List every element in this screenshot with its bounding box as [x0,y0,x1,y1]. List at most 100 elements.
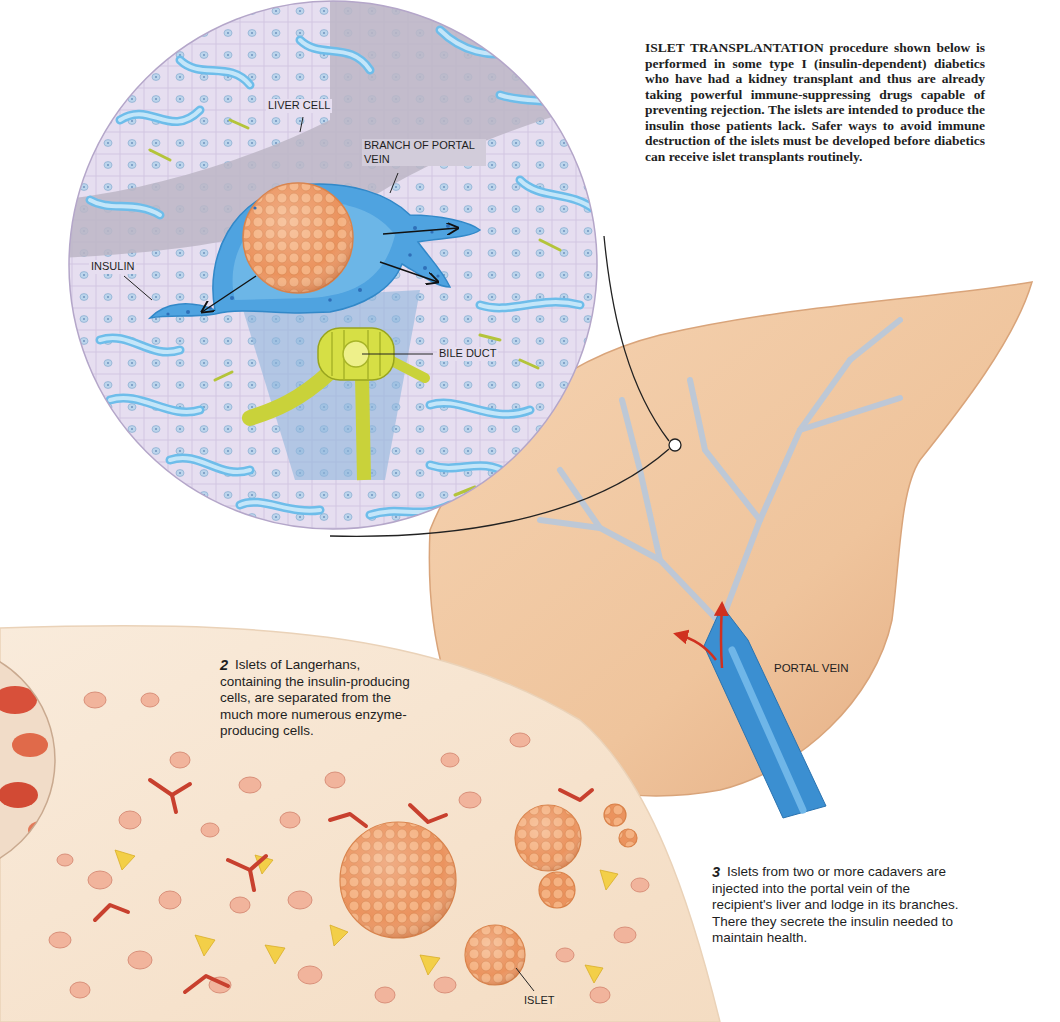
insulin-dots-circle [166,312,169,315]
islets-circle [515,805,581,871]
zoom-liver-detail-g-g-path [430,465,510,475]
acinar-cells-ellipse [88,871,112,889]
step-text: Islets of Langerhans, containing the ins… [220,657,412,740]
acinar-cells-ellipse [288,891,312,909]
zoom-liver-detail-g-g-path [300,40,370,70]
zoom-liver-detail-g-g-path [480,302,580,308]
zoom-liver-detail-g-g-path [150,150,170,160]
bile-duct-path [390,360,425,378]
secretion-arrows-path [202,276,256,312]
islets-circle [604,804,626,826]
insulin-dots-circle [230,296,234,300]
secretion-arrows [202,228,458,312]
liver-vein-branches-path [622,400,660,560]
zoom-liver-detail-g-g-path [240,502,320,511]
zoom-liver-detail-g-g-path [540,240,560,250]
islets-circle [619,829,637,847]
acinar-cells-ellipse [70,982,90,998]
acinar-cells-ellipse [159,891,181,909]
leader-lines-path [362,354,433,355]
acinar-cells-ellipse [84,692,106,708]
fat-cells-path [115,850,135,870]
liver-vein-branches-path [800,398,900,430]
islet-in-liver-circle [243,183,353,293]
acinar-cells-ellipse [614,927,636,943]
leader-lines-path [516,968,534,991]
acinar-cells-ellipse [280,812,300,828]
blood-vessels [95,780,592,992]
secretion-arrows-path [383,228,458,234]
zoom-liver-detail-g-g-path [430,403,530,414]
zoom-liver-detail-g-g-path [90,200,160,215]
zoom-liver-detail-g-g-path [215,372,232,380]
blood-vessels-path [185,976,228,992]
acinar-cells-ellipse [375,987,395,1003]
fat-cells-path [585,965,603,983]
insulin-dots-circle [413,226,417,230]
step-text: Islets from two or more cadavers are inj… [712,864,960,947]
acinar-cells-ellipse [459,792,481,808]
secretion-arrows-path [380,262,438,282]
acinar-cells-ellipse [57,854,73,866]
part-label: BRANCH OF PORTAL VEIN [362,139,486,166]
part-label: BILE DUCT [437,347,498,361]
zoom-liver-detail-g-g-path [480,302,580,308]
insulin-dots-circle [408,253,412,257]
callout-number: 2 [220,657,228,674]
islets-circle [340,822,456,938]
insulin-dots [166,206,450,315]
caption-text: ISLET TRANSPLANTATION procedure shown be… [645,40,985,164]
insulin-dots-circle [430,230,433,233]
blood-vessels-path [330,814,366,826]
liver-vein-branches-path [560,470,722,625]
islets-circle [539,872,575,908]
zoom-liver-detail-g-g-path [110,398,200,412]
insulin-dots-circle [446,224,450,228]
flow-arrows [676,604,722,668]
zoom-liver-detail-g-g-path [180,60,250,85]
callout-number: 3 [712,864,720,881]
part-label: LIVER CELL [266,99,332,113]
islet-in-liver-circle [243,183,353,293]
zoom-liver-detail-g-g-path [180,60,250,85]
zoom-liver-detail-g-g-path [480,335,500,340]
insulin-dots-circle [253,206,256,209]
liver-vein-branches-path [722,360,850,620]
portal-vein-path [704,606,826,818]
liver-vein-branches-path [540,520,600,528]
zoom-liver-detail-g-g [90,30,595,515]
pancreas-detail-ellipse [0,782,38,808]
zoom-liver-detail-g-g-path [500,95,590,115]
zoom-liver-detail-g-g-path [120,110,200,122]
pancreas-tissue-band [0,626,720,1022]
islets-circle [465,925,525,985]
zoom-liver-detail-g-g-path [440,30,520,54]
blood-vessels-path [560,790,592,800]
bile-duct-path [250,372,330,418]
zoom-liver-detail-g-g-path [440,30,520,54]
fat-cells-path [330,925,348,946]
acinar-cells-ellipse [119,811,141,829]
zoom-liver-detail-g-g-path [430,465,510,475]
acinar-cells-ellipse [170,752,190,768]
part-label: ISLET [522,994,557,1008]
blood-vessels-path [150,780,190,795]
pancreas-detail-rim [0,645,55,875]
flow-arrows-path [721,604,722,668]
insulin-dots-circle [186,310,190,314]
islets [340,804,637,985]
zoom-liver-detail-rect [60,0,610,540]
zoom-liver-detail-g-g-path [520,360,538,368]
zoom-liver-detail-g [90,30,595,515]
zoom-liver-detail-g-g-path [170,458,250,472]
liver-vein-branches-path [690,380,760,520]
zoom-liver-detail-g-g [150,120,560,495]
islet-in-liver [243,183,353,293]
zoom-bracket-path [604,236,669,441]
pancreas-tissue-band-path [0,626,720,1022]
acinar-cells-ellipse [590,987,610,1003]
portal-vein [704,606,826,818]
zoom-liver-detail-g-g-path [300,40,370,70]
blood-vessels-path [228,856,266,870]
pancreas-detail-circle [0,645,55,875]
